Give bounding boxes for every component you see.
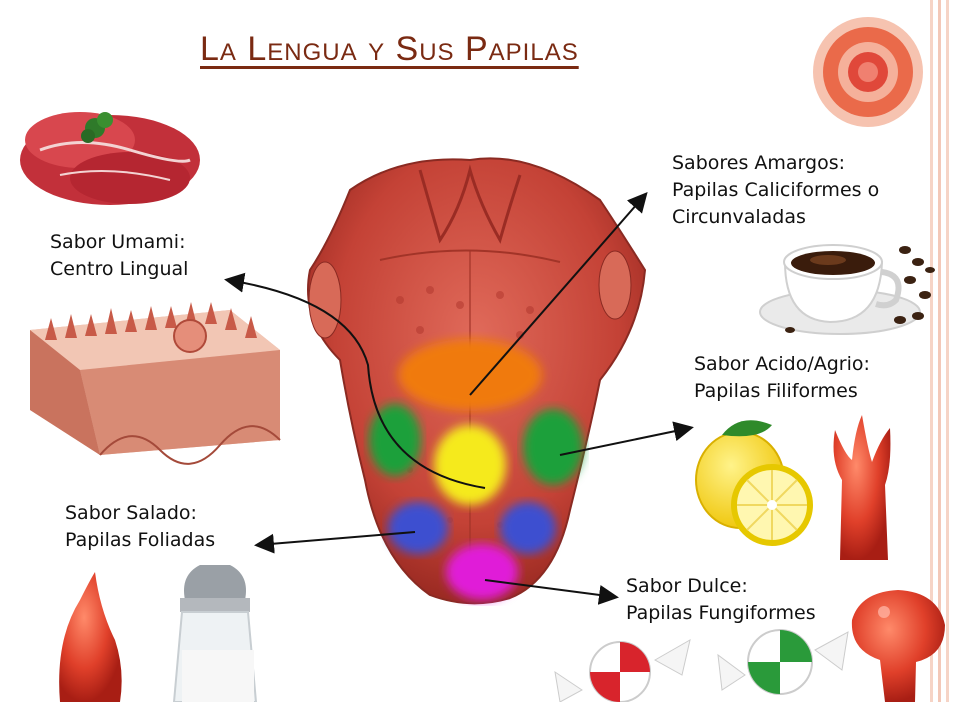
candy-icon: [554, 629, 849, 702]
border-stripe: [938, 0, 941, 702]
arrows: [224, 191, 694, 605]
arrow-salado: [254, 531, 416, 554]
label-dulce-line1: Sabor Dulce:: [626, 575, 748, 597]
label-dulce-line2: Papilas Fungiformes: [626, 602, 816, 624]
lemon-icon: [695, 420, 813, 546]
flame-papilla-icon: [59, 572, 122, 702]
label-umami-line1: Sabor Umami:: [50, 231, 186, 253]
coffee-cup-icon: [759, 244, 935, 335]
meat-icon: [20, 112, 200, 205]
label-acido: Sabor Acido/Agrio: Papilas Filiformes: [694, 351, 870, 405]
zone-umami-right: [523, 409, 583, 485]
border-stripe: [930, 0, 933, 702]
label-salado-line1: Sabor Salado:: [65, 502, 197, 524]
arrow-acido: [559, 421, 694, 456]
label-salado: Sabor Salado: Papilas Foliadas: [65, 500, 215, 554]
label-umami-line2: Centro Lingual: [50, 258, 189, 280]
label-salado-line2: Papilas Foliadas: [65, 529, 216, 551]
circumvallate-papilla-icon: [813, 17, 923, 127]
salt-shaker-icon: [172, 565, 258, 702]
zone-dulce: [446, 544, 518, 600]
filiform-papilla-icon: [833, 415, 891, 560]
zone-umami-left: [369, 404, 421, 476]
label-amargos-line3: Circunvaladas: [672, 206, 806, 228]
tongue-illustration: [307, 157, 647, 605]
label-dulce: Sabor Dulce: Papilas Fungiformes: [626, 573, 816, 627]
border-stripe: [946, 0, 949, 702]
zone-acido: [434, 425, 506, 505]
arrow-dulce: [484, 579, 619, 605]
papilla-tissue-icon: [30, 302, 281, 465]
label-amargos: Sabores Amargos: Papilas Caliciformes o …: [672, 150, 879, 231]
arrow-umami: [224, 272, 486, 489]
zone-salado-right: [500, 502, 556, 554]
label-umami: Sabor Umami: Centro Lingual: [50, 229, 188, 283]
label-acido-line1: Sabor Acido/Agrio:: [694, 353, 870, 375]
fungiform-papilla-icon: [851, 590, 945, 702]
label-amargos-line1: Sabores Amargos:: [672, 152, 846, 174]
zone-amargo: [398, 339, 542, 411]
label-amargos-line2: Papilas Caliciformes o: [672, 179, 880, 201]
label-acido-line2: Papilas Filiformes: [694, 380, 858, 402]
zone-salado-left: [388, 502, 448, 554]
page-title: La Lengua y Sus Papilas: [200, 30, 579, 68]
arrow-amargos: [469, 191, 648, 396]
